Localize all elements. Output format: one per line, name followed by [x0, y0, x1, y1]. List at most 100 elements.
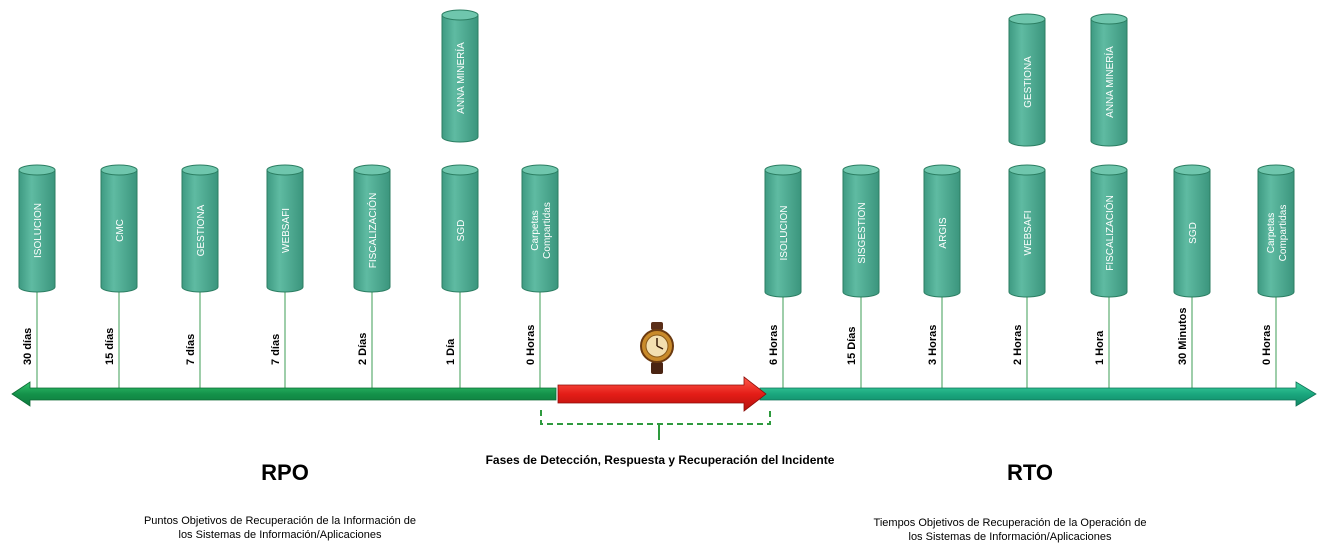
rpo-axis-arrow: [11, 381, 557, 407]
rto-description: Tiempos Objetivos de Recuperación de la …: [810, 516, 1210, 544]
rpo-title: RPO: [261, 460, 309, 485]
rpo-cylinder-label: SGD: [456, 220, 467, 242]
rto-cylinder-label: FISCALIZACIÓN: [1103, 195, 1116, 271]
rpo-cylinder-body: [441, 169, 479, 293]
rto-cylinder-body: [1090, 169, 1128, 298]
incident-arrow: [557, 376, 767, 412]
rpo-cylinder-top: [441, 164, 479, 176]
rto-cylinder-extra-top: [1090, 13, 1128, 25]
rpo-cylinder-body: [521, 169, 559, 293]
rto-description-line2: los Sistemas de Información/Aplicaciones: [908, 531, 1112, 543]
rpo-cylinder: ISOLUCION: [18, 164, 56, 293]
rto-cylinder-extra-body: [1008, 18, 1046, 147]
rpo-time-label: 7 días: [185, 334, 197, 365]
rpo-description-line1: Puntos Objetivos de Recuperación de la I…: [143, 515, 417, 527]
watch-strap-top: [651, 322, 663, 330]
rpo-cylinder: CarpetasCompartidas: [521, 164, 559, 293]
rto-cylinder-top: [1257, 164, 1295, 176]
rto-cylinder: ARGIS: [923, 164, 961, 298]
rto-time-label: 30 Minutos: [1177, 308, 1189, 365]
rpo-time-label: 0 Horas: [525, 325, 537, 365]
rto-cylinder: SISGESTION: [842, 164, 880, 298]
rto-cylinder-top: [842, 164, 880, 176]
rto-time-label: 15 Días: [846, 326, 858, 365]
rto-cylinder-label: SISGESTION: [857, 202, 868, 263]
rpo-cylinder-label: CMC: [115, 219, 126, 242]
rpo-cylinder-top: [353, 164, 391, 176]
rto-time-label: 2 Horas: [1012, 325, 1024, 365]
rpo-description-line2: los Sistemas de Información/Aplicaciones: [178, 529, 382, 541]
rto-cylinder: CarpetasCompartidas: [1257, 164, 1295, 298]
rpo-cylinder-extra: ANNA MINERÍA: [441, 9, 479, 143]
rpo-time-label: 30 días: [22, 328, 34, 365]
rpo-cylinder: FISCALIZACIÓN: [353, 164, 391, 293]
timeline-axis: [11, 376, 1317, 440]
rto-cylinder-extra-body: [1090, 18, 1128, 147]
rto-cylinder-label: ISOLUCION: [779, 205, 790, 260]
rto-cylinder-label: CarpetasCompartidas: [1266, 205, 1289, 262]
rto-cylinder: WEBSAFI: [1008, 164, 1046, 298]
rto-cylinder-top: [923, 164, 961, 176]
rto-title: RTO: [1006, 460, 1054, 485]
rto-cylinder-body: [842, 169, 880, 298]
connectors-layer: [36, 292, 1277, 394]
rto-cylinder-top: [764, 164, 802, 176]
stopwatch-icon: [640, 322, 674, 374]
rto-description-line1: Tiempos Objetivos de Recuperación de la …: [873, 517, 1147, 529]
watch-strap-bottom: [651, 362, 663, 374]
rpo-cylinder-label: GESTIONA: [196, 204, 207, 256]
rto-cylinder: FISCALIZACIÓN: [1090, 164, 1128, 298]
rpo-cylinder-top: [521, 164, 559, 176]
rpo-cylinder-body: [18, 169, 56, 293]
rpo-cylinder-body: [353, 169, 391, 293]
rpo-cylinder-body: [181, 169, 219, 293]
rto-cylinder-top: [1090, 164, 1128, 176]
rpo-cylinder: GESTIONA: [181, 164, 219, 293]
rpo-cylinder-label: ISOLUCION: [33, 203, 44, 258]
time-labels-layer: 30 días 15 días 7 días 7 días 2 Días 1 Día 0 H…: [22, 308, 1273, 365]
rpo-time-label: 7 días: [270, 334, 282, 365]
rto-cylinder-extra-label: ANNA MINERÍA: [1103, 46, 1116, 118]
rto-axis-arrow: [759, 381, 1317, 407]
incident-phases-label: Fases de Detección, Respuesta y Recupera…: [485, 453, 835, 467]
rto-cylinder-label: ARGIS: [938, 217, 949, 248]
rto-cylinder-body: [764, 169, 802, 298]
rpo-cylinder-body: [266, 169, 304, 293]
rto-cylinder-top: [1008, 164, 1046, 176]
rpo-cylinder-extra-label: ANNA MINERÍA: [454, 42, 467, 114]
rto-cylinder-extra: GESTIONA: [1008, 13, 1046, 147]
rto-cylinder-top: [1173, 164, 1211, 176]
rto-cylinder: SGD: [1173, 164, 1211, 298]
rto-cylinder-body: [923, 169, 961, 298]
rpo-cylinder-body: [100, 169, 138, 293]
cylinders-layer: ISOLUCION CMC GESTIONA WEBSAFI FISCALIZACIÓN…: [18, 9, 1295, 298]
rpo-cylinder-label: WEBSAFI: [281, 208, 292, 253]
rpo-time-label: 15 días: [104, 328, 116, 365]
rpo-time-label: 1 Día: [445, 338, 457, 365]
rto-cylinder-label: WEBSAFI: [1023, 210, 1034, 255]
rto-time-label: 1 Hora: [1094, 330, 1106, 365]
rpo-cylinder: CMC: [100, 164, 138, 293]
rpo-cylinder-label: CarpetasCompartidas: [530, 202, 553, 259]
rto-cylinder-extra-label: GESTIONA: [1023, 56, 1034, 108]
rto-cylinder: ISOLUCION: [764, 164, 802, 298]
incident-bracket: [540, 410, 771, 425]
rto-time-label: 0 Horas: [1261, 325, 1273, 365]
rto-cylinder-body: [1008, 169, 1046, 298]
rpo-cylinder-extra-body: [441, 14, 479, 143]
rpo-cylinder: WEBSAFI: [266, 164, 304, 293]
watch-hand: [656, 345, 664, 350]
rpo-cylinder-top: [18, 164, 56, 176]
rpo-description: Puntos Objetivos de Recuperación de la I…: [80, 514, 480, 542]
rto-cylinder-body: [1173, 169, 1211, 298]
rto-time-label: 6 Horas: [768, 325, 780, 365]
rto-cylinder-extra-top: [1008, 13, 1046, 25]
rpo-time-label: 2 Días: [357, 333, 369, 365]
rpo-cylinder-top: [266, 164, 304, 176]
rto-cylinder-extra: ANNA MINERÍA: [1090, 13, 1128, 147]
rto-cylinder-body: [1257, 169, 1295, 298]
rpo-cylinder-top: [181, 164, 219, 176]
rpo-cylinder: SGD: [441, 164, 479, 293]
